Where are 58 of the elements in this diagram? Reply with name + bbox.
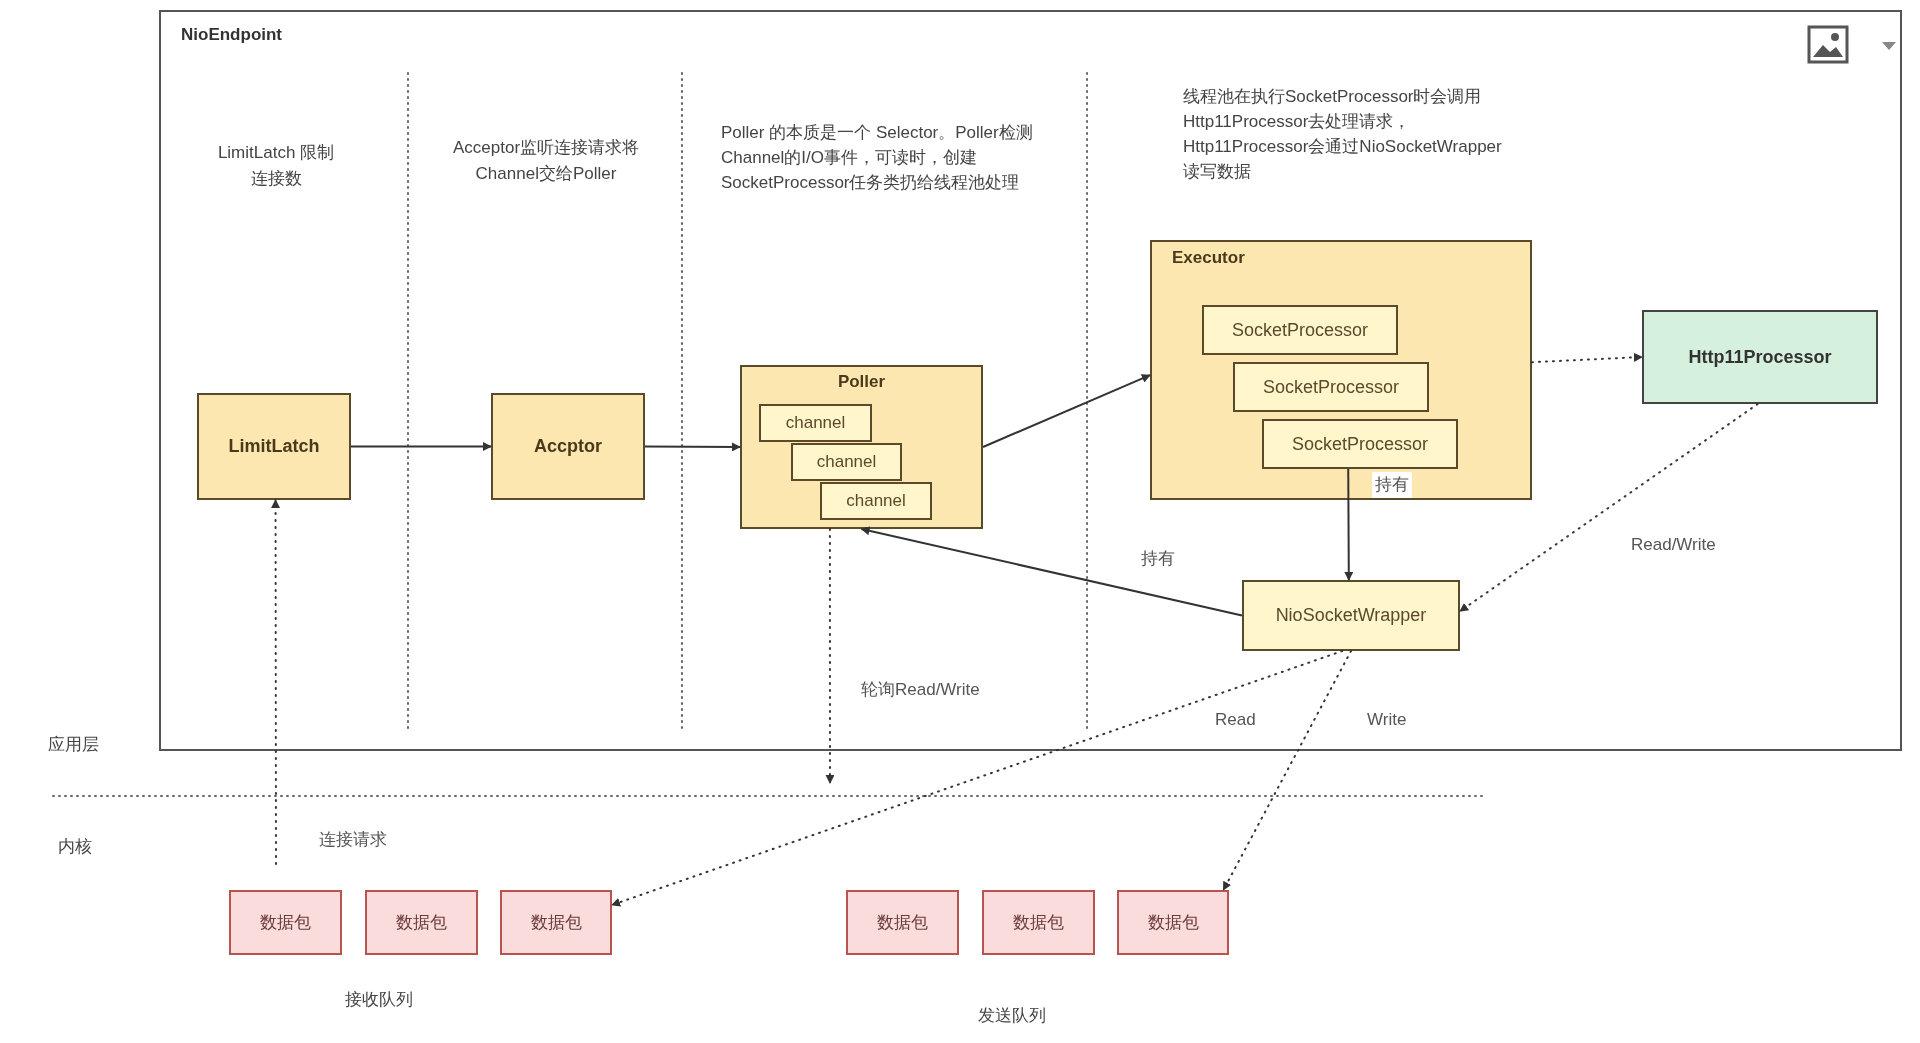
node-label: 数据包 bbox=[1147, 911, 1199, 934]
annotation-text: 应用层 bbox=[48, 734, 99, 756]
annotation-text: LimitLatch 限制连接数 bbox=[216, 142, 336, 190]
node-label: 数据包 bbox=[877, 911, 928, 934]
node-label: 数据包 bbox=[396, 911, 447, 934]
arrow bbox=[860, 526, 1243, 617]
item-box bbox=[820, 482, 932, 520]
arrow bbox=[982, 374, 1151, 448]
node-label: SocketProcessor bbox=[1231, 318, 1369, 342]
node-label: 数据包 bbox=[530, 911, 582, 934]
process-box bbox=[1202, 305, 1398, 355]
node-label: SocketProcessor bbox=[1291, 432, 1429, 456]
process-box bbox=[1262, 419, 1458, 469]
node-label: Http11Processor bbox=[1688, 345, 1832, 369]
arrow bbox=[1344, 468, 1354, 581]
item-box bbox=[759, 404, 872, 442]
annotation-text: 内核 bbox=[58, 836, 92, 858]
dotted-arrow bbox=[1531, 352, 1643, 364]
process-box bbox=[491, 393, 645, 500]
packet-box bbox=[846, 890, 959, 955]
arrow bbox=[350, 442, 492, 451]
node-label: Accptor bbox=[534, 435, 602, 458]
node-label: channel bbox=[816, 452, 877, 472]
process-box bbox=[197, 393, 351, 500]
node-label: SocketProcessor bbox=[1262, 375, 1400, 399]
annotation-text: 发送队列 bbox=[978, 1005, 1046, 1027]
packet-box bbox=[1117, 890, 1229, 955]
node-label: Executor bbox=[1172, 247, 1245, 269]
annotation-text: Acceptor监听连接请求将Channel交给Poller bbox=[451, 137, 641, 185]
annotation-text: 接收队列 bbox=[345, 989, 413, 1011]
arrow bbox=[644, 442, 741, 452]
dotted-arrow bbox=[825, 528, 835, 784]
node-label: Poller bbox=[836, 371, 887, 393]
packet-box bbox=[365, 890, 478, 955]
group-box bbox=[740, 365, 983, 529]
node-label: 数据包 bbox=[260, 911, 311, 934]
annotation-text: 线程池在执行SocketProcessor时会调用Http11Processor去处理请求，Http11Processor会通过NioSocketWrapper读写数据 bbox=[1183, 86, 1503, 183]
dotted-arrow bbox=[1222, 650, 1352, 891]
annotation-text: Poller 的本质是一个 Selector。Poller检测Channel的I/O事件，可读时，创建SocketProcessor任务类扔给线程池处理 bbox=[721, 122, 1034, 194]
dotted-arrow bbox=[1459, 403, 1759, 613]
node-label: 数据包 bbox=[1013, 911, 1064, 934]
process-box bbox=[1642, 310, 1878, 404]
node-label: channel bbox=[785, 413, 846, 433]
packet-box bbox=[982, 890, 1095, 955]
node-label: NioSocketWrapper bbox=[1275, 604, 1427, 627]
process-box bbox=[1242, 580, 1460, 651]
group-box bbox=[1150, 240, 1532, 500]
node-label: channel bbox=[846, 491, 906, 511]
process-box bbox=[1233, 362, 1429, 412]
dotted-arrow bbox=[611, 650, 1344, 907]
item-box bbox=[791, 443, 902, 481]
packet-box bbox=[500, 890, 612, 955]
node-label: NioEndpoint bbox=[181, 24, 283, 46]
edge-label: 持有 bbox=[1372, 472, 1412, 498]
frame-box bbox=[159, 10, 1902, 751]
packet-box bbox=[229, 890, 342, 955]
dotted-arrow bbox=[271, 499, 281, 865]
node-label: LimitLatch bbox=[228, 435, 320, 458]
